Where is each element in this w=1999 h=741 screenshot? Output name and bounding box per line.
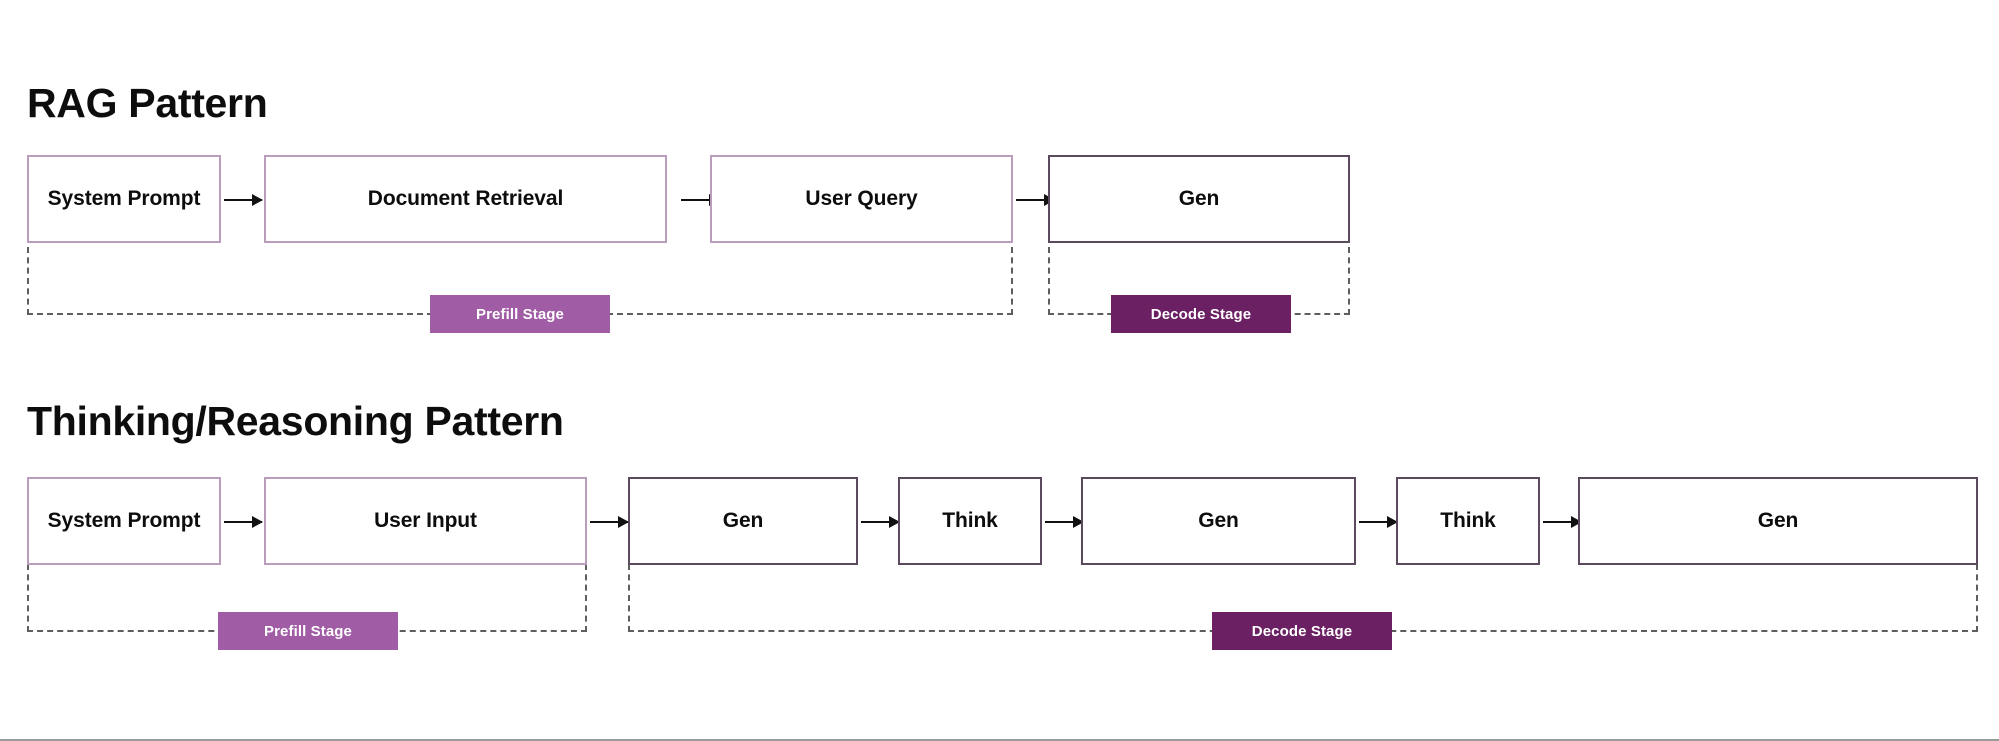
node-rag-gen[interactable]: Gen [1048, 155, 1350, 243]
arrow-thinking-6 [1543, 516, 1582, 528]
node-thinking-gen-3[interactable]: Gen [1578, 477, 1978, 565]
arrow-thinking-2 [590, 516, 629, 528]
badge-prefill-thinking[interactable]: Prefill Stage [218, 612, 398, 650]
section-title-rag: RAG Pattern [27, 80, 268, 126]
arrow-thinking-4 [1045, 516, 1084, 528]
node-rag-system-prompt[interactable]: System Prompt [27, 155, 221, 243]
section-title-thinking: Thinking/Reasoning Pattern [27, 398, 564, 444]
node-thinking-think-2[interactable]: Think [1396, 477, 1540, 565]
node-rag-user-query[interactable]: User Query [710, 155, 1013, 243]
node-thinking-gen-2[interactable]: Gen [1081, 477, 1356, 565]
node-thinking-gen-1[interactable]: Gen [628, 477, 858, 565]
badge-decode-rag[interactable]: Decode Stage [1111, 295, 1291, 333]
node-thinking-system-prompt[interactable]: System Prompt [27, 477, 221, 565]
arrow-thinking-3 [861, 516, 900, 528]
arrow-thinking-5 [1359, 516, 1398, 528]
badge-prefill-rag[interactable]: Prefill Stage [430, 295, 610, 333]
arrow-thinking-1 [224, 516, 263, 528]
node-rag-document-retrieval[interactable]: Document Retrieval [264, 155, 667, 243]
badge-decode-thinking[interactable]: Decode Stage [1212, 612, 1392, 650]
node-thinking-think-1[interactable]: Think [898, 477, 1042, 565]
arrow-rag-1 [224, 194, 263, 206]
node-thinking-user-input[interactable]: User Input [264, 477, 587, 565]
